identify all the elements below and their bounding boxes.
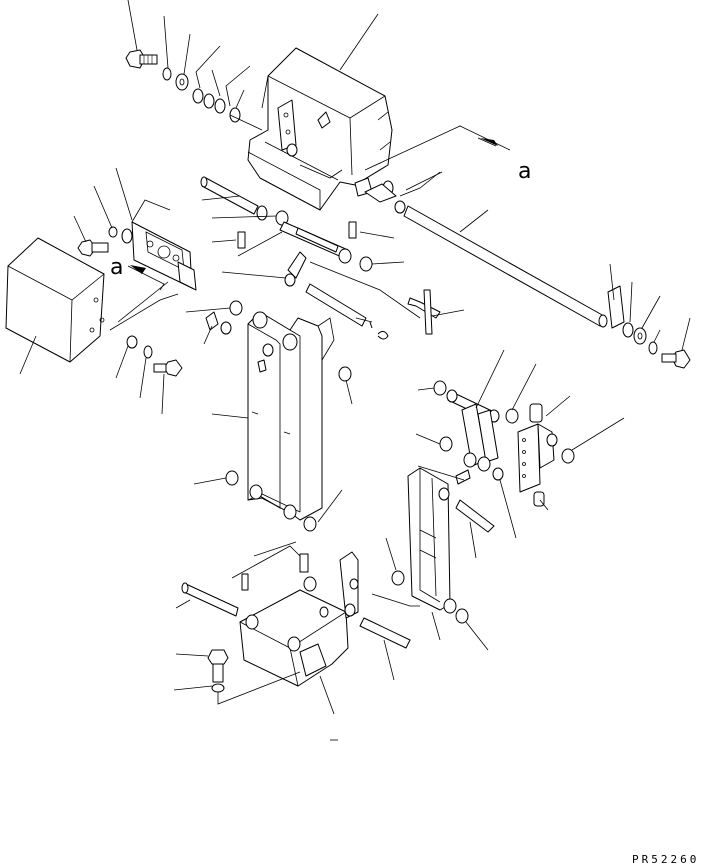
bottom-bolt bbox=[208, 650, 300, 704]
left-lower-hardware bbox=[127, 336, 182, 376]
top-bushing-4 bbox=[230, 108, 240, 122]
top-washer bbox=[176, 74, 188, 90]
top-spring-washer bbox=[163, 68, 171, 80]
long-shaft bbox=[365, 172, 690, 368]
drawing-code: PR52260 bbox=[632, 853, 699, 866]
view-label-a-top: a bbox=[518, 159, 531, 184]
central-frame bbox=[248, 312, 334, 520]
view-label-a-left: a bbox=[110, 255, 123, 280]
top-bushing-2 bbox=[204, 94, 214, 108]
right-bolt bbox=[662, 350, 690, 368]
top-bolt bbox=[126, 50, 157, 68]
top-bushing-1 bbox=[193, 89, 203, 103]
right-linkage bbox=[434, 381, 518, 484]
lever-grip bbox=[408, 290, 440, 334]
top-bolt-stack bbox=[126, 50, 262, 130]
frame-fittings bbox=[206, 301, 351, 531]
top-bushing-3 bbox=[215, 99, 225, 113]
lower-lever-frame bbox=[360, 468, 494, 648]
right-bracket bbox=[518, 404, 574, 506]
left-bolt-group bbox=[78, 227, 132, 256]
upper-linkage bbox=[201, 177, 440, 339]
view-arrow-a-top: a bbox=[365, 126, 531, 184]
left-cover bbox=[6, 238, 104, 362]
leader-lines bbox=[20, 0, 690, 740]
top-console-housing bbox=[248, 48, 392, 210]
left-mounting-plate bbox=[132, 200, 196, 290]
view-arrow-a-left: a bbox=[110, 255, 178, 330]
bottom-base bbox=[182, 552, 358, 686]
